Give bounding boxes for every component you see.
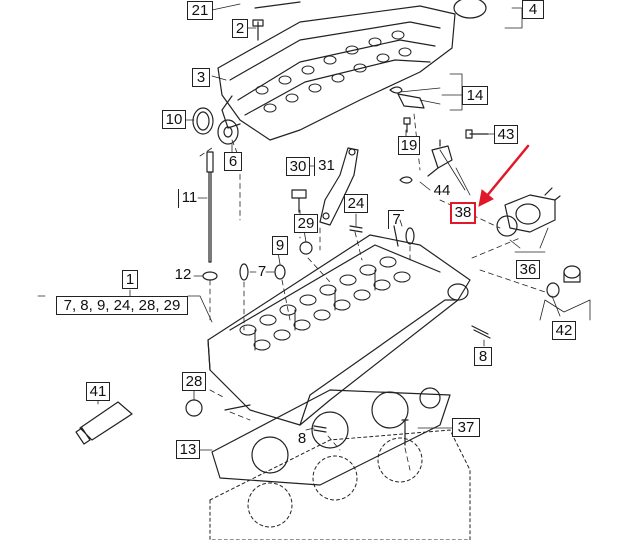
callout-28: 28 bbox=[182, 372, 206, 391]
bolt-2 bbox=[252, 19, 264, 41]
callout-7-upper: 7 bbox=[388, 210, 404, 229]
bracket-31 bbox=[319, 147, 359, 226]
washer-12 bbox=[202, 271, 218, 281]
sprocket-6 bbox=[217, 119, 239, 145]
flange-36 bbox=[504, 194, 556, 233]
callout-14: 14 bbox=[462, 86, 488, 105]
callout-29: 29 bbox=[294, 214, 318, 233]
head-bolt-11 bbox=[206, 151, 214, 263]
callout-11: 11 bbox=[178, 189, 200, 208]
callout-37: 37 bbox=[452, 418, 480, 437]
highlight-arrow bbox=[478, 144, 530, 207]
callout-8-right: 8 bbox=[474, 347, 492, 366]
callout-4: 4 bbox=[522, 0, 544, 19]
callout-24: 24 bbox=[344, 194, 368, 213]
callout-41: 41 bbox=[86, 382, 110, 401]
callout-43: 43 bbox=[494, 125, 518, 144]
callout-13: 13 bbox=[176, 440, 200, 459]
head-gasket-13 bbox=[211, 387, 451, 486]
engine-block bbox=[209, 429, 471, 540]
callout-2: 2 bbox=[232, 19, 248, 38]
callout-38-highlighted: 38 bbox=[450, 202, 476, 224]
sealant-tube-41 bbox=[75, 401, 133, 445]
callout-44: 44 bbox=[433, 182, 451, 199]
callout-6: 6 bbox=[224, 152, 242, 171]
callout-3: 3 bbox=[192, 68, 210, 87]
seal-ring-10 bbox=[192, 107, 214, 135]
sensor-14 bbox=[397, 93, 425, 109]
sensor-44 bbox=[427, 139, 453, 177]
camshaft-housing bbox=[217, 0, 487, 141]
callout-8-lower: 8 bbox=[297, 430, 307, 447]
callout-19: 19 bbox=[398, 136, 420, 155]
callout-21: 21 bbox=[187, 1, 213, 20]
callout-10: 10 bbox=[162, 110, 186, 129]
callout-9: 9 bbox=[272, 236, 288, 255]
callout-group-1-parts: 7, 8, 9, 24, 28, 29 bbox=[56, 296, 188, 315]
callout-36: 36 bbox=[516, 260, 540, 279]
callout-12: 12 bbox=[174, 266, 192, 283]
callout-1: 1 bbox=[122, 270, 138, 289]
callout-42: 42 bbox=[552, 321, 576, 340]
callout-30: 30 bbox=[286, 157, 310, 176]
cylinder-head bbox=[207, 234, 471, 426]
callout-31: 31 bbox=[314, 157, 338, 176]
callout-7-lower: 7 bbox=[257, 263, 267, 280]
